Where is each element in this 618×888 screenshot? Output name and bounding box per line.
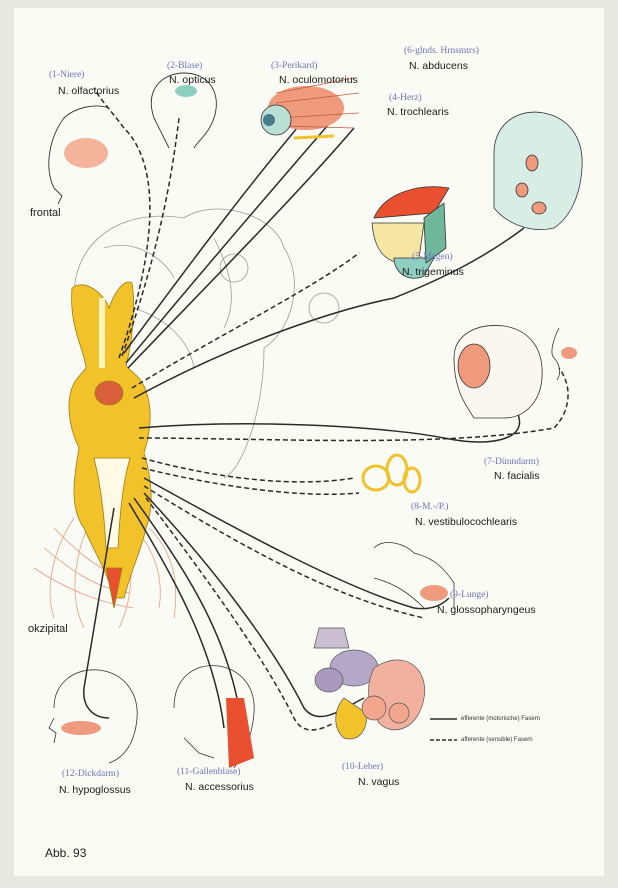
legend-lines [430,719,457,740]
brainstem [69,282,151,608]
nasal-area [64,138,108,168]
nerve-number-vagus: (10-Leber) [342,762,383,772]
vestibulocochlear-line-1 [142,458,354,482]
nerve-number-hypoglossus: (12-Dickdarm) [62,769,119,779]
nerve-label-opticus: N. opticus [169,74,216,86]
profile-face [552,328,560,380]
nerve-label-vagus: N. vagus [358,776,399,788]
nerve-label-accessorius: N. accessorius [185,781,254,793]
legend-solid-text: efferente (motorische) Fasern [461,716,540,722]
viscera [314,628,425,739]
eye-muscles [261,78,359,138]
nerve-number-olfactorius: (1-Niere) [49,70,84,80]
skull [494,112,582,230]
abducens-nerve-line [128,128,354,368]
trigeminal-sensory-line [132,253,359,388]
nerve-number-trochlearis: (4-Herz) [389,93,422,103]
nerve-number-facialis: (7-Dünndarm) [484,457,539,467]
region-label-frontal: frontal [30,207,61,219]
nerve-label-hypoglossus: N. hypoglossus [59,784,131,796]
nerve-label-vestibulocochlearis: N. vestibulocochlearis [415,516,517,528]
inner-ear [363,455,420,492]
figure-number: Abb. 93 [45,846,86,860]
nerve-label-oculomotorius: N. oculomotorius [279,74,358,86]
retina [175,85,197,97]
nerve-label-glossopharyngeus: N. glossopharyngeus [437,604,536,616]
nerve-label-abducens: N. abducens [409,60,468,72]
legend-dashed-text: afferente (sensible) Fasern [461,737,533,743]
nerve-label-trigeminus: N. trigeminus [402,266,464,278]
figure-page: (1-Niere) N. olfactorius (2-Blase) N. op… [14,8,604,876]
nerve-label-olfactorius: N. olfactorius [58,85,119,97]
nerve-number-accessorius: (11-Gallenblase) [177,767,240,777]
hypoglossal-head [49,670,137,763]
nerve-number-abducens: (6-glnds. Hrnsmtrs) [404,46,479,56]
tongue [61,721,101,735]
nerve-number-vestibulocochlearis: (8-M.-/P.) [411,502,448,512]
trigeminal-face [372,187,449,279]
region-label-occipital: okzipital [28,623,68,635]
facial-head [454,325,542,418]
nerve-number-glossopharyngeus: (9-Lunge) [450,590,489,600]
nerve-label-facialis: N. facialis [494,470,540,482]
nerve-number-oculomotorius: (3-Perikard) [271,61,317,71]
nerve-label-trochlearis: N. trochlearis [387,106,449,118]
cranial-nerves-diagram [14,8,604,876]
nerve-number-trigeminus: (5-Magen) [412,252,453,262]
trapezius-muscle [226,698,254,768]
nerve-number-opticus: (2-Blase) [167,61,202,71]
